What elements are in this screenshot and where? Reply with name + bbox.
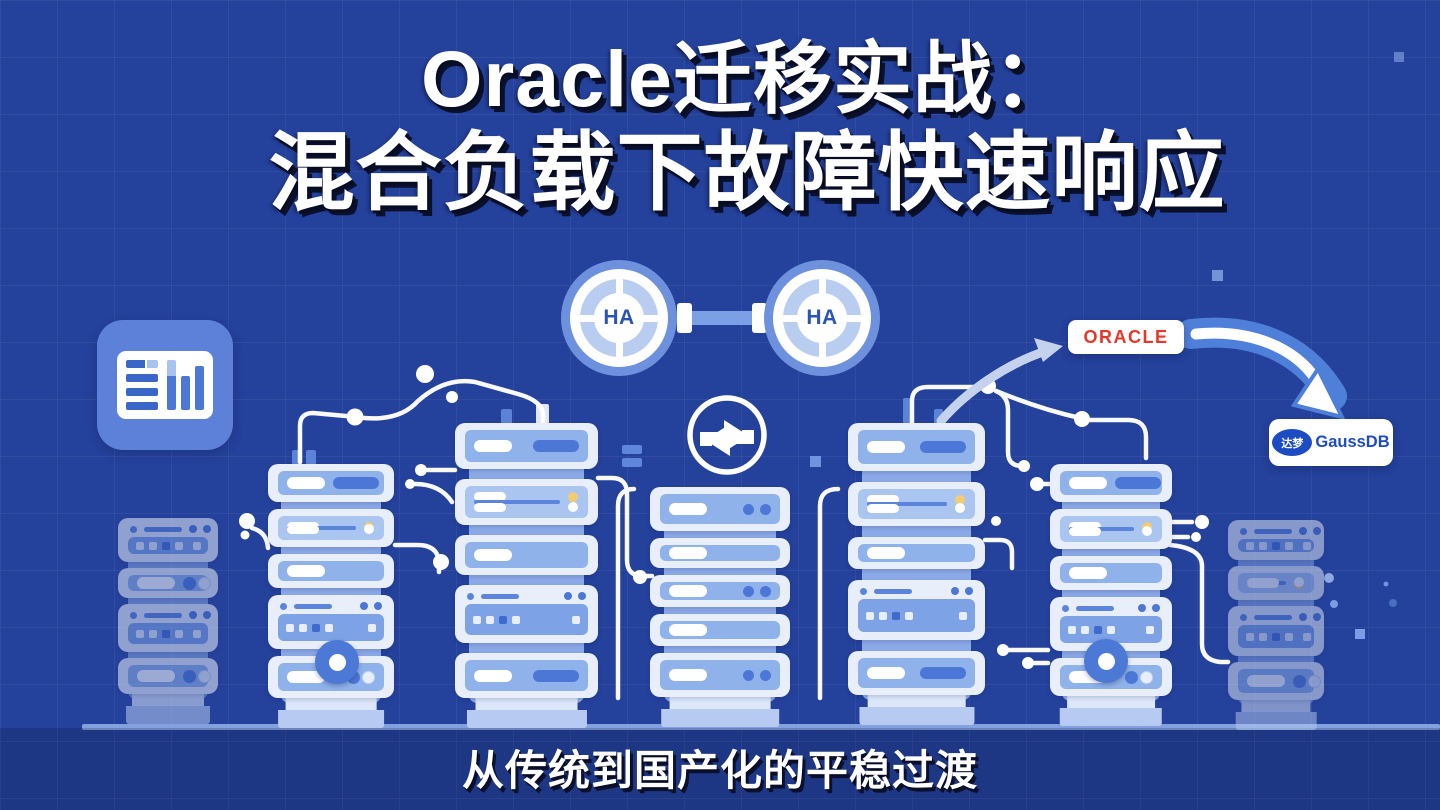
ha-badge-right: HA [764,260,880,376]
dameng-ellipse: 达梦 [1272,429,1313,456]
server-unit [455,535,598,575]
rack-center-right [848,423,985,726]
server-unit [455,423,598,469]
report-card [117,351,213,419]
rack-far-right [1228,520,1324,731]
title-line-2: 混合负载下故障快速响应 [268,125,1226,222]
rack-center [650,487,790,728]
server-unit [848,423,985,471]
server-unit [848,651,985,695]
poster-title: Oracle迁移实战： 混合负载下故障快速响应 [27,36,1440,220]
poster-subtitle: 从传统到国产化的平稳过渡 [461,747,978,794]
rack-center-left [455,423,598,729]
server-unit [650,487,790,531]
server-unit [1228,662,1324,700]
title-line-1: Oracle迁移实战： [421,34,1073,123]
server-unit [1228,606,1324,656]
server-unit [650,614,790,646]
server-unit [1050,556,1172,590]
rack-left [268,464,394,729]
oracle-logo: ORACLE [1068,320,1184,354]
server-unit [650,653,790,697]
server-unit [118,518,218,562]
server-unit [455,585,598,643]
rack-right [1050,464,1172,727]
server-unit [848,482,985,526]
server-unit [455,653,598,698]
ha-link-connector [677,303,767,333]
server-unit [1228,520,1324,560]
report-chart-icon [97,320,233,450]
ha-link-cap [752,303,767,333]
server-unit [268,464,394,502]
report-lines [126,360,158,410]
node-circle [315,640,359,684]
server-unit [1050,509,1172,549]
server-unit [268,509,394,547]
server-unit [118,568,218,598]
server-unit [268,554,394,588]
server-unit [848,537,985,569]
server-unit [650,538,790,568]
server-unit [118,604,218,652]
ha-label: HA [806,306,838,329]
node-circle [1084,639,1128,683]
server-unit [455,479,598,525]
server-unit [1228,566,1324,600]
rack-far-left [118,518,218,725]
report-bars [167,360,204,410]
ha-label: HA [603,306,635,329]
server-unit [118,658,218,694]
ha-badge-left: HA [561,260,677,376]
gaussdb-logo: 达梦 GaussDB [1269,419,1393,466]
server-unit [650,575,790,607]
ha-link-cap [677,303,692,333]
server-unit [1050,464,1172,502]
oracle-label: ORACLE [1083,326,1169,347]
server-unit [848,580,985,640]
ha-link-bar [690,311,754,325]
gaussdb-label: GaussDB [1315,433,1390,451]
